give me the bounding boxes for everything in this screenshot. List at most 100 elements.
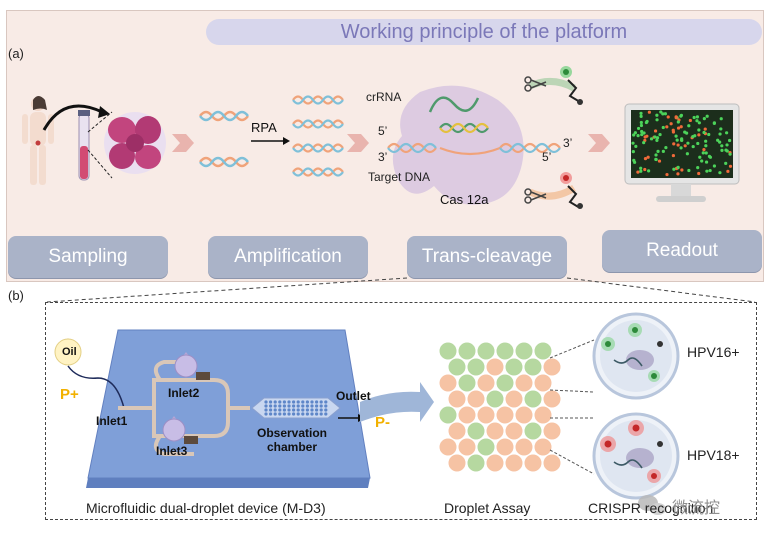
chamber-droplet xyxy=(296,404,300,408)
monitor-icon xyxy=(624,103,740,202)
screen-dot xyxy=(672,167,676,171)
droplet xyxy=(447,421,467,441)
screen-dot xyxy=(655,136,660,140)
caption-droplet-assay: Droplet Assay xyxy=(444,500,531,516)
droplet xyxy=(495,437,515,457)
screen-dot xyxy=(707,132,711,137)
screen-dot xyxy=(701,151,705,155)
chamber-droplet xyxy=(324,404,328,408)
chamber-droplet xyxy=(324,408,328,412)
screen-dot xyxy=(653,135,657,139)
droplet xyxy=(438,405,458,425)
screen-dot xyxy=(676,165,680,170)
screen-dot xyxy=(649,137,654,141)
screen-dot xyxy=(679,146,683,150)
flow-arrow-1 xyxy=(172,134,194,152)
screen-dot xyxy=(702,117,706,121)
chamber-droplet xyxy=(305,408,309,412)
chamber-droplet xyxy=(305,400,309,404)
chamber-droplet xyxy=(287,412,291,416)
droplet xyxy=(447,453,467,473)
screen-dot xyxy=(632,133,636,137)
screen-dot xyxy=(704,160,709,164)
droplet xyxy=(438,373,458,393)
chamber-droplet xyxy=(282,408,286,412)
screen-dot xyxy=(720,148,724,152)
screen-dot xyxy=(636,134,640,138)
chamber-droplet xyxy=(287,404,291,408)
chamber-droplet xyxy=(292,400,296,404)
droplet xyxy=(457,341,477,361)
reporter-green-icon xyxy=(528,66,583,105)
droplet xyxy=(457,373,477,393)
screen-dot xyxy=(640,132,644,137)
screen-dot xyxy=(704,144,708,148)
chamber-droplet xyxy=(282,412,286,416)
screen-dot xyxy=(653,129,658,133)
droplet xyxy=(533,437,553,457)
droplet xyxy=(504,389,524,409)
chamber-droplet xyxy=(305,412,309,416)
cas12a-label: Cas 12a xyxy=(440,192,489,207)
screen-dot xyxy=(728,152,732,156)
hpv18-sphere-icon xyxy=(592,412,680,500)
chamber-droplet xyxy=(264,404,268,408)
droplet xyxy=(523,453,543,473)
chamber-droplet xyxy=(292,408,296,412)
droplet xyxy=(495,405,515,425)
chamber-droplet xyxy=(301,404,305,408)
screen-dot xyxy=(687,168,691,173)
prime-5-left: 5’ xyxy=(378,124,388,138)
chamber-droplet xyxy=(273,404,277,408)
chamber-droplet xyxy=(264,412,268,416)
droplet xyxy=(466,357,486,377)
droplet xyxy=(533,405,553,425)
screen-dot xyxy=(705,114,709,118)
droplet xyxy=(542,357,562,377)
screen-dot xyxy=(676,120,680,124)
stage-trans-cleavage: Trans-cleavage xyxy=(407,236,567,278)
screen-dot xyxy=(728,164,733,168)
chamber-droplet xyxy=(292,412,296,416)
target-dna-strand xyxy=(387,142,561,156)
screen-dot xyxy=(718,171,722,175)
screen-dot xyxy=(716,138,720,142)
screen-dot xyxy=(704,139,708,143)
test-tube-icon xyxy=(78,110,90,181)
screen-dot xyxy=(679,114,683,118)
screen-dot xyxy=(697,128,701,132)
screen-dot xyxy=(642,131,646,135)
screen-dot xyxy=(704,151,708,155)
panel-b-label: (b) xyxy=(8,288,24,303)
screen-dot xyxy=(671,130,676,134)
droplet xyxy=(485,421,505,441)
screen-dot xyxy=(692,115,696,120)
droplet xyxy=(542,453,562,473)
screen-dot xyxy=(674,115,678,119)
screen-dot xyxy=(639,166,643,170)
chamber-droplet xyxy=(273,412,277,416)
channel-network xyxy=(118,360,250,456)
screen-dot xyxy=(696,166,700,170)
panel-a-label: (a) xyxy=(8,46,24,61)
screen-dot xyxy=(639,111,643,115)
droplet xyxy=(476,437,496,457)
chamber-droplet xyxy=(269,404,273,408)
screen-dot xyxy=(663,112,667,116)
screen-dot xyxy=(634,144,638,148)
chamber-droplet xyxy=(278,408,282,412)
chamber-droplet xyxy=(264,400,268,404)
chamber-droplet xyxy=(296,412,300,416)
screen-dot xyxy=(665,125,669,129)
chamber-droplet xyxy=(310,400,314,404)
stage-sampling: Sampling xyxy=(8,236,168,278)
screen-dot xyxy=(631,141,635,145)
p-plus-label: P+ xyxy=(60,386,79,403)
chamber-droplet xyxy=(278,404,282,408)
screen-dot xyxy=(697,121,701,125)
screen-dot xyxy=(691,144,695,149)
screen-dot xyxy=(688,118,692,123)
chamber-droplet xyxy=(310,404,314,408)
chamber-droplet xyxy=(296,408,300,412)
rpa-label: RPA xyxy=(251,120,277,135)
